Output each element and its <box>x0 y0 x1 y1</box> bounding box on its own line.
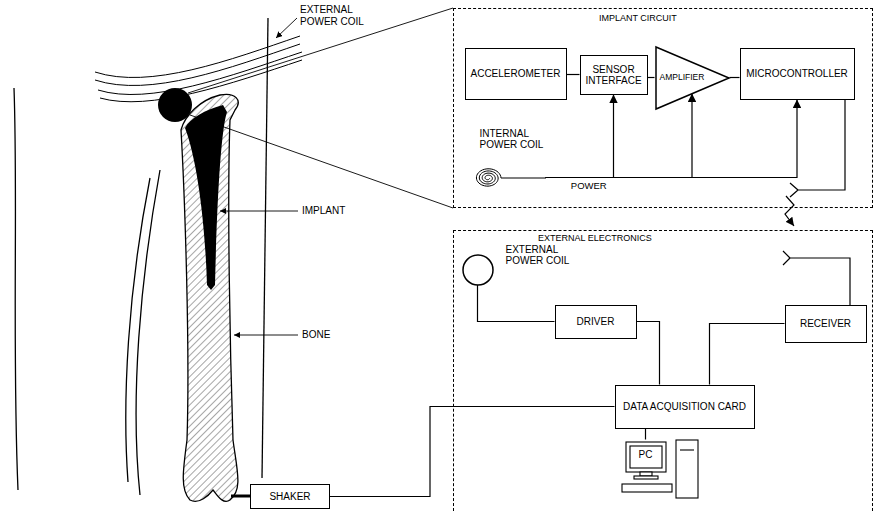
leg-outline <box>126 178 150 482</box>
connector-line <box>478 285 555 322</box>
part-label: EXTERNAL POWER COIL <box>300 4 382 28</box>
connector-line <box>648 77 655 78</box>
signal-label: POWER <box>570 181 608 191</box>
connector-line <box>710 324 785 385</box>
connector-line <box>546 95 614 178</box>
process-box: DRIVER <box>555 305 637 339</box>
node-text: EXTERNAL ELECTRONICS <box>538 233 698 243</box>
process-box: ACCELEROMETER <box>465 48 567 100</box>
node-text: SENSOR INTERFACE <box>585 64 643 86</box>
process-box: DATA ACQUISITION CARD <box>615 385 755 429</box>
node-text: IMPLANT CIRCUIT <box>599 13 719 23</box>
zoom-line <box>190 115 453 208</box>
implant-head <box>158 88 192 122</box>
implant-antenna-wire <box>798 100 845 190</box>
computer-part <box>640 472 652 476</box>
circuit-region: IMPLANT CIRCUIT ACCELEROMETER SENSOR INTER… <box>453 8 873 208</box>
leader-line <box>276 18 297 38</box>
coil-circle <box>463 255 493 285</box>
connector-line <box>730 77 740 78</box>
part-label: BONE <box>302 329 352 341</box>
coil-circle: EXTERNAL POWER COIL <box>460 240 580 290</box>
leg-outline <box>14 88 18 490</box>
amplifier-triangle: AMPLIFIER <box>655 46 730 110</box>
external-coil-winding <box>98 52 302 94</box>
part-label: IMPLANT <box>302 205 362 217</box>
process-box: RECEIVER <box>785 305 867 343</box>
node-text: RECEIVER <box>800 318 851 329</box>
circuit-region: EXTERNAL ELECTRONICSEXTERNAL POWER COIL D… <box>453 230 873 511</box>
computer-part <box>630 446 662 468</box>
connector-line <box>645 429 646 440</box>
connector-line <box>567 74 580 75</box>
connector-line <box>330 407 615 497</box>
antenna-symbol <box>783 251 790 265</box>
connector-line <box>637 322 660 385</box>
amplifier-symbol <box>656 47 729 109</box>
process-box: SENSOR INTERFACE <box>580 55 648 95</box>
bone <box>181 94 238 501</box>
node-text: AMPLIFIER <box>660 72 705 83</box>
node-text: DATA ACQUISITION CARD <box>623 401 746 412</box>
computer-part <box>634 476 658 479</box>
node-text: MICROCONTROLLER <box>746 68 848 79</box>
wireless-link <box>785 196 794 226</box>
node-text: SHAKER <box>269 491 310 502</box>
node-text: PC <box>630 449 662 460</box>
connector-line <box>546 100 798 178</box>
computer-icon-outline <box>622 440 702 506</box>
process-box: SHAKER <box>250 484 330 509</box>
connector-line <box>546 94 693 178</box>
leg-outline <box>136 170 160 495</box>
coil-spiral <box>476 168 501 185</box>
node-text: EXTERNAL POWER COIL <box>506 244 578 266</box>
leader-line <box>220 211 298 212</box>
computer-icon: PC <box>622 440 702 506</box>
coil-lead <box>501 177 546 178</box>
computer-part <box>626 442 666 472</box>
computer-part <box>622 484 672 492</box>
process-box: MICROCONTROLLER <box>740 48 855 100</box>
node-text: INTERNAL POWER COIL <box>480 128 546 150</box>
receiver-antenna-wire <box>790 258 850 305</box>
computer-part <box>676 440 698 498</box>
node-text: ACCELEROMETER <box>470 68 560 79</box>
shaker-stub <box>231 495 250 498</box>
leader-line <box>234 335 298 336</box>
node-text: DRIVER <box>577 316 615 327</box>
external-coil-winding <box>95 44 300 85</box>
coil-symbol: INTERNAL POWER COIL <box>466 128 546 192</box>
drive-slot <box>680 449 694 450</box>
antenna-symbol <box>790 183 798 197</box>
leg-outline <box>262 18 268 478</box>
implant-stem <box>185 105 227 290</box>
